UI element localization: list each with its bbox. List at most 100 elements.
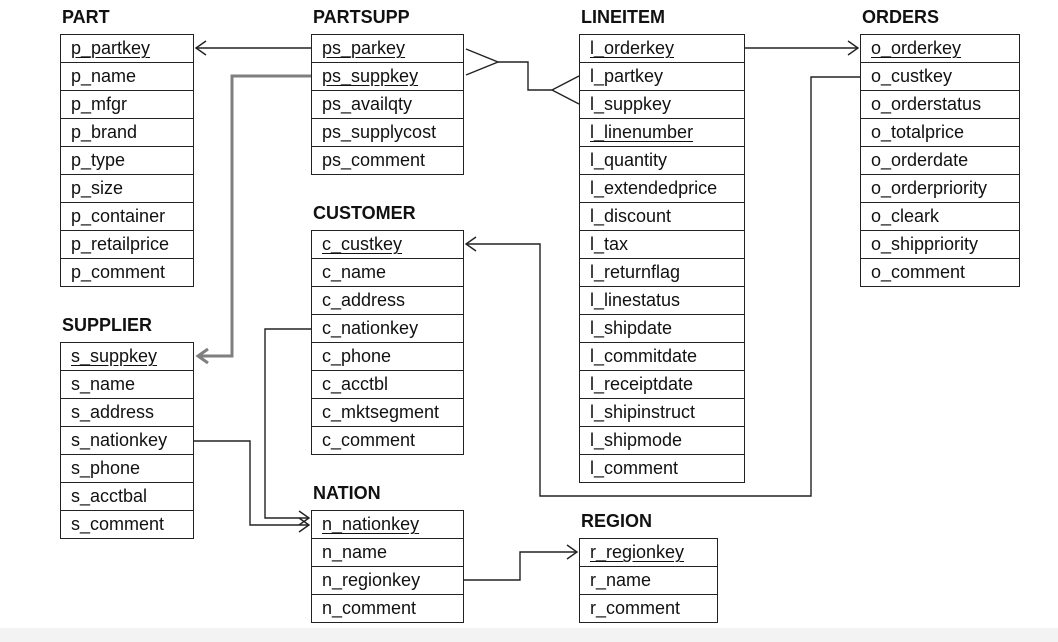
- column-s-phone: s_phone: [61, 455, 193, 483]
- column-p-brand: p_brand: [61, 119, 193, 147]
- link-lineitem-partsupp: [498, 61, 552, 91]
- column-s-nationkey: s_nationkey: [61, 427, 193, 455]
- column-r-comment: r_comment: [580, 595, 717, 623]
- column-o-totalprice: o_totalprice: [861, 119, 1019, 147]
- column-o-orderdate: o_orderdate: [861, 147, 1019, 175]
- crowsfoot-partsupp-icon: [465, 48, 500, 76]
- link-customer-nation: [264, 328, 311, 519]
- arrowhead-icon: [195, 347, 209, 365]
- column-n-comment: n_comment: [312, 595, 463, 623]
- column-o-orderstatus: o_orderstatus: [861, 91, 1019, 119]
- column-n-name: n_name: [312, 539, 463, 567]
- column-c-name: c_name: [312, 259, 463, 287]
- table-title-lineitem: LINEITEM: [581, 7, 665, 27]
- column-c-acctbl: c_acctbl: [312, 371, 463, 399]
- column-p-type: p_type: [61, 147, 193, 175]
- column-o-orderpriority: o_orderpriority: [861, 175, 1019, 203]
- arrowhead-icon: [298, 510, 311, 526]
- column-p-partkey: p_partkey: [61, 35, 193, 63]
- column-l-orderkey: l_orderkey: [580, 35, 744, 63]
- arrowhead-icon: [298, 517, 311, 533]
- column-s-acctbal: s_acctbal: [61, 483, 193, 511]
- column-p-size: p_size: [61, 175, 193, 203]
- crowsfoot-lineitem-icon: [551, 75, 580, 105]
- column-o-shippriority: o_shippriority: [861, 231, 1019, 259]
- arrowhead-icon: [464, 236, 477, 252]
- column-n-nationkey: n_nationkey: [312, 511, 463, 539]
- column-r-name: r_name: [580, 567, 717, 595]
- column-r-regionkey: r_regionkey: [580, 539, 717, 567]
- column-ps-suppkey: ps_suppkey: [312, 63, 463, 91]
- column-p-retailprice: p_retailprice: [61, 231, 193, 259]
- table-title-supplier: SUPPLIER: [62, 315, 153, 335]
- column-s-address: s_address: [61, 399, 193, 427]
- column-p-container: p_container: [61, 203, 193, 231]
- column-s-comment: s_comment: [61, 511, 193, 539]
- column-s-suppkey: s_suppkey: [61, 343, 193, 371]
- link-nation-region: [464, 551, 577, 581]
- column-p-mfgr: p_mfgr: [61, 91, 193, 119]
- column-l-returnflag: l_returnflag: [580, 259, 744, 287]
- column-c-comment: c_comment: [312, 427, 463, 455]
- link-partsupp-supplier: [198, 74, 311, 358]
- column-c-custkey: c_custkey: [312, 231, 463, 259]
- column-l-linestatus: l_linestatus: [580, 287, 744, 315]
- column-c-nationkey: c_nationkey: [312, 315, 463, 343]
- column-c-mktsegment: c_mktsegment: [312, 399, 463, 427]
- column-l-suppkey: l_suppkey: [580, 91, 744, 119]
- column-ps-availqty: ps_availqty: [312, 91, 463, 119]
- column-l-discount: l_discount: [580, 203, 744, 231]
- column-o-comment: o_comment: [861, 259, 1019, 287]
- column-l-shipinstruct: l_shipinstruct: [580, 399, 744, 427]
- column-c-address: c_address: [312, 287, 463, 315]
- arrowhead-icon: [566, 544, 579, 560]
- column-p-name: p_name: [61, 63, 193, 91]
- arrowhead-icon: [194, 40, 207, 56]
- column-ps-parkey: ps_parkey: [312, 35, 463, 63]
- column-ps-comment: ps_comment: [312, 147, 463, 175]
- column-l-quantity: l_quantity: [580, 147, 744, 175]
- arrowhead-icon: [847, 40, 860, 56]
- table-title-part: PART: [62, 7, 110, 27]
- column-s-name: s_name: [61, 371, 193, 399]
- column-l-shipmode: l_shipmode: [580, 427, 744, 455]
- column-l-tax: l_tax: [580, 231, 744, 259]
- table-title-orders: ORDERS: [862, 7, 940, 27]
- column-l-receiptdate: l_receiptdate: [580, 371, 744, 399]
- column-l-commitdate: l_commitdate: [580, 343, 744, 371]
- table-title-region: REGION: [581, 511, 653, 531]
- page-footer-band: [0, 628, 1058, 642]
- column-n-regionkey: n_regionkey: [312, 567, 463, 595]
- column-o-cleark: o_cleark: [861, 203, 1019, 231]
- column-ps-supplycost: ps_supplycost: [312, 119, 463, 147]
- column-l-linenumber: l_linenumber: [580, 119, 744, 147]
- column-c-phone: c_phone: [312, 343, 463, 371]
- table-title-nation: NATION: [313, 483, 381, 503]
- column-l-comment: l_comment: [580, 455, 744, 483]
- column-l-partkey: l_partkey: [580, 63, 744, 91]
- column-l-shipdate: l_shipdate: [580, 315, 744, 343]
- column-o-orderkey: o_orderkey: [861, 35, 1019, 63]
- table-title-partsupp: PARTSUPP: [313, 7, 410, 27]
- table-title-customer: CUSTOMER: [313, 203, 416, 223]
- column-l-extendedprice: l_extendedprice: [580, 175, 744, 203]
- column-p-comment: p_comment: [61, 259, 193, 287]
- link-supplier-nation: [194, 440, 309, 526]
